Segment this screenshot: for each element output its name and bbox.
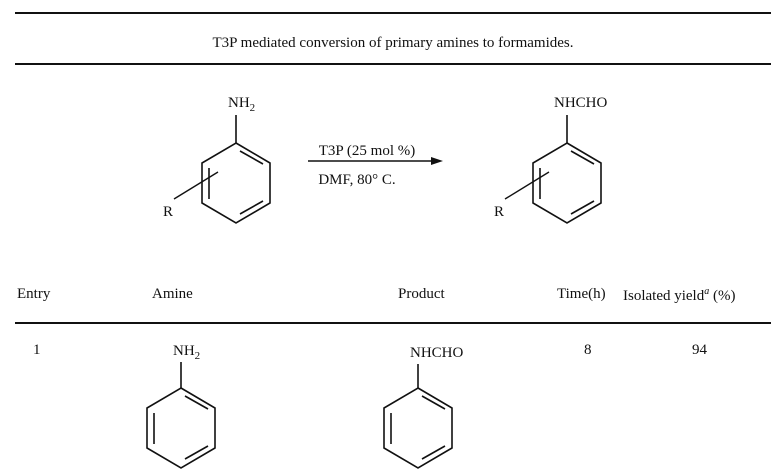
product-benzene-ring: [532, 142, 602, 224]
row-1-amine-label: NH: [173, 343, 195, 359]
row-1-product-ring: [383, 387, 453, 469]
header-entry: Entry: [17, 286, 51, 302]
conditions-above: T3P (25 mol %): [319, 143, 416, 159]
row-1-product-structure: NHCHO: [383, 345, 464, 469]
row-1-time: 8: [584, 342, 592, 358]
header-product: Product: [398, 286, 445, 302]
product-group-label: NHCHO: [554, 95, 608, 111]
header-yield-footnote: a: [704, 286, 710, 297]
reactant-r-bond: [173, 171, 219, 200]
reaction-arrow-group: T3P (25 mol %) DMF, 80° C.: [308, 143, 443, 188]
row-1-amine-subscript: 2: [195, 350, 201, 362]
caption-rule: [15, 63, 771, 65]
row-1-product-double-bond-2: [421, 445, 446, 460]
svg-text:NH2: NH2: [173, 343, 200, 362]
row-1-yield: 94: [692, 342, 707, 358]
header-rule: [15, 322, 771, 324]
product-substituent-label: R: [494, 204, 504, 220]
row-1-amine-double-bond-2: [184, 445, 209, 460]
reactant-structure: NH2 R: [163, 95, 271, 224]
header-amine: Amine: [152, 286, 193, 302]
product-double-bond-2: [570, 200, 595, 215]
product-double-bond-1: [570, 150, 595, 165]
header-yield-unit: (%): [709, 288, 736, 304]
reactant-double-bond-1: [239, 150, 264, 165]
svg-text:NH2: NH2: [228, 95, 255, 114]
reactant-double-bond-2: [239, 200, 264, 215]
row-1-product-double-bond-1: [421, 395, 446, 410]
reactant-substituent-label: R: [163, 204, 173, 220]
reactant-group-subscript: 2: [250, 102, 256, 114]
reactant-benzene-ring: [201, 142, 271, 224]
header-yield-label: Isolated yield: [623, 288, 705, 304]
table-caption: T3P mediated conversion of primary amine…: [212, 35, 574, 51]
row-1-amine-structure: NH2: [146, 343, 216, 469]
header-time: Time(h): [557, 286, 606, 302]
reactant-group-label: NH: [228, 95, 250, 111]
reaction-arrow-head: [431, 157, 443, 165]
top-rule: [15, 12, 771, 14]
row-1-amine-ring: [146, 387, 216, 469]
product-r-bond: [504, 171, 550, 200]
row-1-amine-double-bond-1: [184, 395, 209, 410]
row-1-entry: 1: [33, 342, 41, 358]
row-1-product-label: NHCHO: [410, 345, 464, 361]
product-structure: NHCHO R: [494, 95, 608, 224]
header-yield: Isolated yielda (%): [623, 286, 735, 305]
conditions-below: DMF, 80° C.: [318, 172, 395, 188]
